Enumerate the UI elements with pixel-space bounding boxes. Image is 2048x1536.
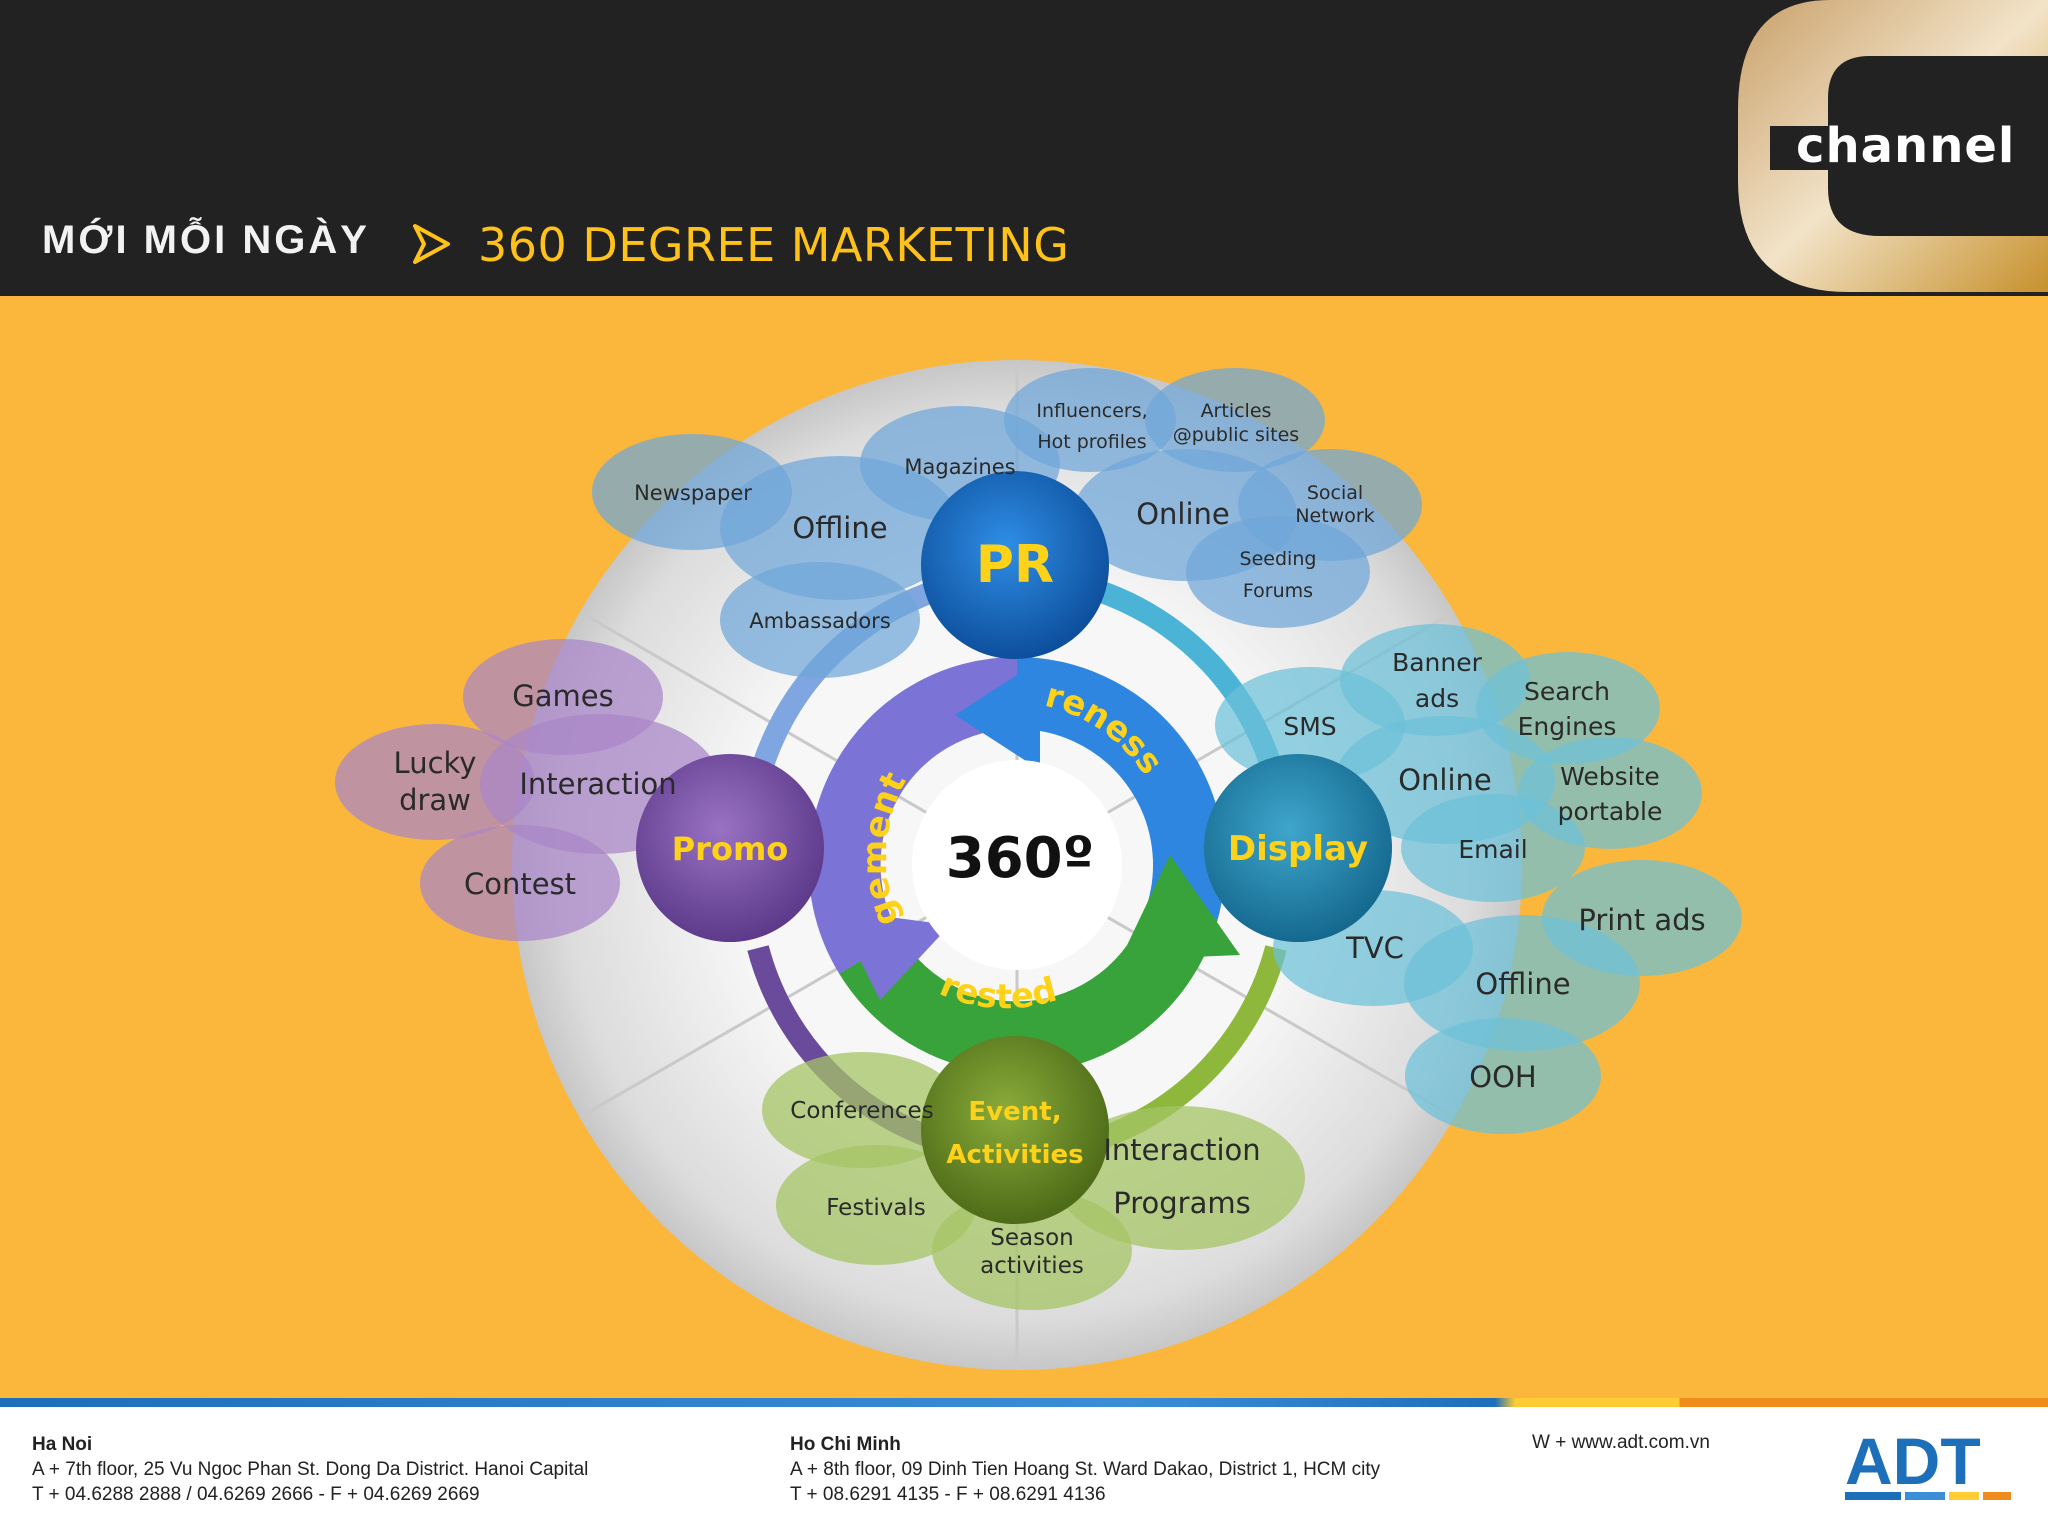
- address-hcm-city: Ho Chi Minh: [790, 1434, 901, 1455]
- address-hanoi-city: Ha Noi: [32, 1434, 93, 1455]
- display-item-tvc: TVC: [1345, 931, 1404, 965]
- hub-pr-label: PR: [976, 535, 1054, 595]
- channel-logo: [1738, 0, 2048, 292]
- website-link[interactable]: W + www.adt.com.vn: [1532, 1432, 1710, 1453]
- display-item-ooh: OOH: [1469, 1060, 1536, 1094]
- hub-promo-label: Promo: [672, 830, 789, 868]
- display-item-search-1: Search: [1524, 677, 1610, 706]
- pr-item-influencers-1: Influencers,: [1036, 400, 1147, 422]
- display-item-website-2: portable: [1558, 797, 1663, 826]
- promo-item-lucky-2: draw: [399, 783, 471, 817]
- event-item-interaction-2: Programs: [1113, 1186, 1250, 1220]
- promo-item-games: Games: [512, 679, 613, 713]
- promo-item-contest: Contest: [464, 867, 576, 901]
- promo-item-interaction: Interaction: [519, 767, 676, 801]
- channel-logo-text: CHANNEL: [1796, 118, 2016, 174]
- pr-item-social-1: Social: [1307, 482, 1363, 504]
- pr-item-influencers-2: Hot profiles: [1037, 431, 1146, 453]
- adt-logo: ADT: [1845, 1428, 2011, 1500]
- display-item-website-1: Website: [1560, 762, 1660, 791]
- adt-logo-text: ADT: [1845, 1428, 1981, 1498]
- hub-event-label-1: Event,: [968, 1097, 1061, 1127]
- display-item-print-ads: Print ads: [1578, 903, 1705, 937]
- display-item-search-2: Engines: [1518, 712, 1617, 741]
- address-hcm: Ho Chi Minh A + 8th floor, 09 Dinh Tien …: [790, 1432, 1380, 1507]
- address-hcm-line2: T + 08.6291 4135 - F + 08.6291 4136: [790, 1484, 1106, 1505]
- pr-item-social-2: Network: [1295, 505, 1374, 527]
- address-hanoi-line1: A + 7th floor, 25 Vu Ngoc Phan St. Dong …: [32, 1459, 589, 1480]
- display-item-offline: Offline: [1475, 967, 1570, 1001]
- pr-item-articles-1: Articles: [1201, 400, 1272, 422]
- display-item-banner-2: ads: [1415, 684, 1459, 713]
- pr-item-magazines: Magazines: [904, 455, 1015, 479]
- hub-event: [921, 1036, 1109, 1224]
- event-item-season-2: activities: [980, 1253, 1084, 1279]
- chevron-right-icon: [413, 224, 450, 264]
- page-title: 360 DEGREE MARKETING: [478, 218, 1070, 272]
- pr-item-ambassadors: Ambassadors: [749, 609, 891, 633]
- footer-stripe: [0, 1398, 2048, 1407]
- event-bubbles: [762, 1052, 1305, 1310]
- display-item-email: Email: [1458, 835, 1527, 864]
- pr-item-online: Online: [1136, 497, 1230, 531]
- event-item-conferences: Conferences: [790, 1098, 933, 1124]
- pr-bubbles: [592, 368, 1422, 678]
- event-item-interaction-1: Interaction: [1103, 1133, 1260, 1167]
- pr-item-newspaper: Newspaper: [634, 481, 752, 505]
- hub-display: [1204, 754, 1392, 942]
- promo-item-lucky-1: Lucky: [394, 746, 477, 780]
- cycle-ring: [808, 656, 1240, 1074]
- display-item-sms: SMS: [1283, 712, 1336, 741]
- address-hanoi: Ha Noi A + 7th floor, 25 Vu Ngoc Phan St…: [32, 1432, 588, 1507]
- event-item-festivals: Festivals: [826, 1195, 926, 1221]
- display-item-online: Online: [1398, 763, 1492, 797]
- pr-item-offline: Offline: [792, 511, 887, 545]
- address-hanoi-line2: T + 04.6288 2888 / 04.6269 2666 - F + 04…: [32, 1484, 480, 1505]
- center-360-label: 360º: [946, 826, 1094, 891]
- hub-promo: [636, 754, 824, 942]
- pr-item-articles-2: @public sites: [1173, 424, 1299, 446]
- pr-item-seeding-1: Seeding: [1240, 548, 1317, 570]
- hub-event-label-2: Activities: [946, 1140, 1083, 1170]
- footer: Ha Noi A + 7th floor, 25 Vu Ngoc Phan St…: [0, 1398, 2048, 1536]
- display-bubbles: [1215, 624, 1742, 1134]
- address-hcm-line1: A + 8th floor, 09 Dinh Tien Hoang St. Wa…: [790, 1459, 1381, 1480]
- display-item-banner-1: Banner: [1392, 648, 1483, 677]
- hub-pr: [921, 471, 1109, 659]
- marketing-360-diagram: Awareness Interested Engagement 360º PR …: [0, 0, 1742, 1370]
- hub-display-label: Display: [1228, 829, 1368, 869]
- brand-tagline: Mới mỗi ngày: [42, 218, 370, 262]
- pr-item-seeding-2: Forums: [1243, 580, 1313, 602]
- header-bar: [0, 0, 2048, 296]
- event-item-season-1: Season: [990, 1225, 1073, 1251]
